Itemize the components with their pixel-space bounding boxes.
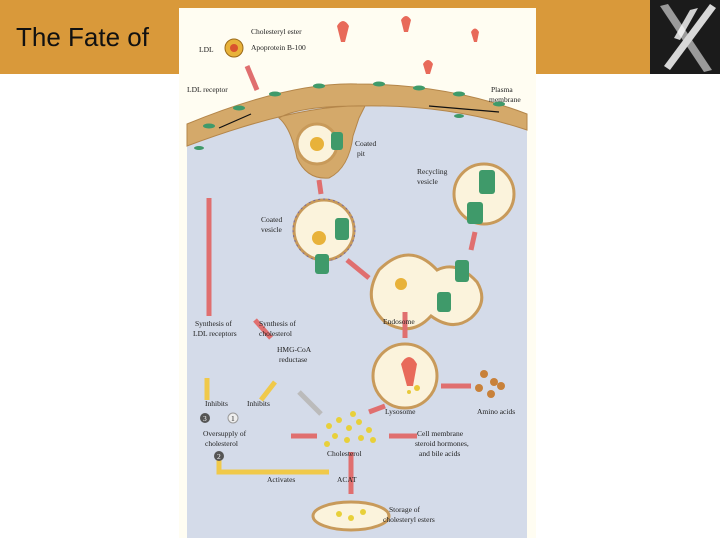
recycle-arrow [428, 105, 500, 113]
step-1-marker [227, 412, 239, 424]
hmg-arrow [297, 390, 323, 416]
label-plasma-membrane-2: membrane [489, 95, 521, 104]
membrane-proteins [194, 81, 505, 150]
label-coated-pit-2: pit [357, 149, 366, 158]
logo [650, 0, 720, 74]
cholesterol-dots [324, 411, 376, 447]
cytoplasm [187, 87, 527, 538]
label-inhibits-right: Inhibits [247, 399, 270, 408]
label-cell-membrane: Cell membrane [417, 429, 464, 438]
ldl-particles [224, 16, 479, 74]
regulation-arrows [204, 378, 329, 475]
label-acat: ACAT [337, 475, 357, 484]
label-bile-acids: and bile acids [419, 449, 460, 458]
label-apoprotein: Apoprotein B-100 [251, 43, 306, 52]
label-step-3: 3 [203, 414, 207, 423]
receptor-arrow [218, 113, 252, 129]
lysosome [371, 342, 439, 410]
coated-pit [295, 122, 343, 166]
label-synthesis-receptors: Synthesis of [195, 319, 232, 328]
label-plasma-membrane: Plasma [491, 85, 513, 94]
amino-acid-beads [475, 370, 505, 398]
label-oversupply-2: cholesterol [205, 439, 238, 448]
label-steroid-hormones: steroid hormones, [415, 439, 469, 448]
recycling-vesicle [452, 162, 516, 226]
label-coated-pit: Coated [355, 139, 376, 148]
label-hmg-reductase: reductase [279, 355, 308, 364]
label-ldl-receptor: LDL receptor [187, 85, 228, 94]
label-endosome: Endosome [383, 317, 415, 326]
endosome [369, 253, 484, 331]
label-inhibits-left: Inhibits [205, 399, 228, 408]
x-logo-icon [660, 4, 716, 72]
label-storage: Storage of [389, 505, 421, 514]
label-coated-vesicle-2: vesicle [261, 225, 282, 234]
label-recycling-vesicle-2: vesicle [417, 177, 438, 186]
label-cholesteryl-ester: Cholesteryl ester [251, 27, 302, 36]
label-synthesis-cholesterol-2: cholesterol [259, 329, 292, 338]
label-synthesis-cholesterol: Synthesis of [259, 319, 296, 328]
coated-vesicle [292, 198, 356, 274]
slide-title: The Fate of [16, 22, 149, 52]
label-step-2: 2 [217, 452, 221, 461]
label-activates: Activates [267, 475, 295, 484]
step-3-marker [200, 413, 210, 423]
label-cholesterol: Cholesterol [327, 449, 362, 458]
pathway-arrows [206, 65, 478, 494]
label-lysosome: Lysosome [385, 407, 416, 416]
storage-droplet [311, 500, 391, 532]
label-amino-acids: Amino acids [477, 407, 515, 416]
label-step-1: 1 [231, 414, 235, 423]
label-storage-2: cholesteryl esters [383, 515, 435, 524]
label-recycling-vesicle: Recycling [417, 167, 448, 176]
label-synthesis-receptors-2: LDL receptors [193, 329, 237, 338]
label-oversupply: Oversupply of [203, 429, 247, 438]
label-coated-vesicle: Coated [261, 215, 282, 224]
label-hmg-coa: HMG-CoA [277, 345, 312, 354]
ldl-pathway-figure: Cholesteryl ester Apoprotein B-100 LDL L… [179, 8, 536, 538]
label-ldl: LDL [199, 45, 214, 54]
ldl-diagram: Cholesteryl ester Apoprotein B-100 LDL L… [179, 8, 536, 538]
step-2-marker [214, 451, 224, 461]
